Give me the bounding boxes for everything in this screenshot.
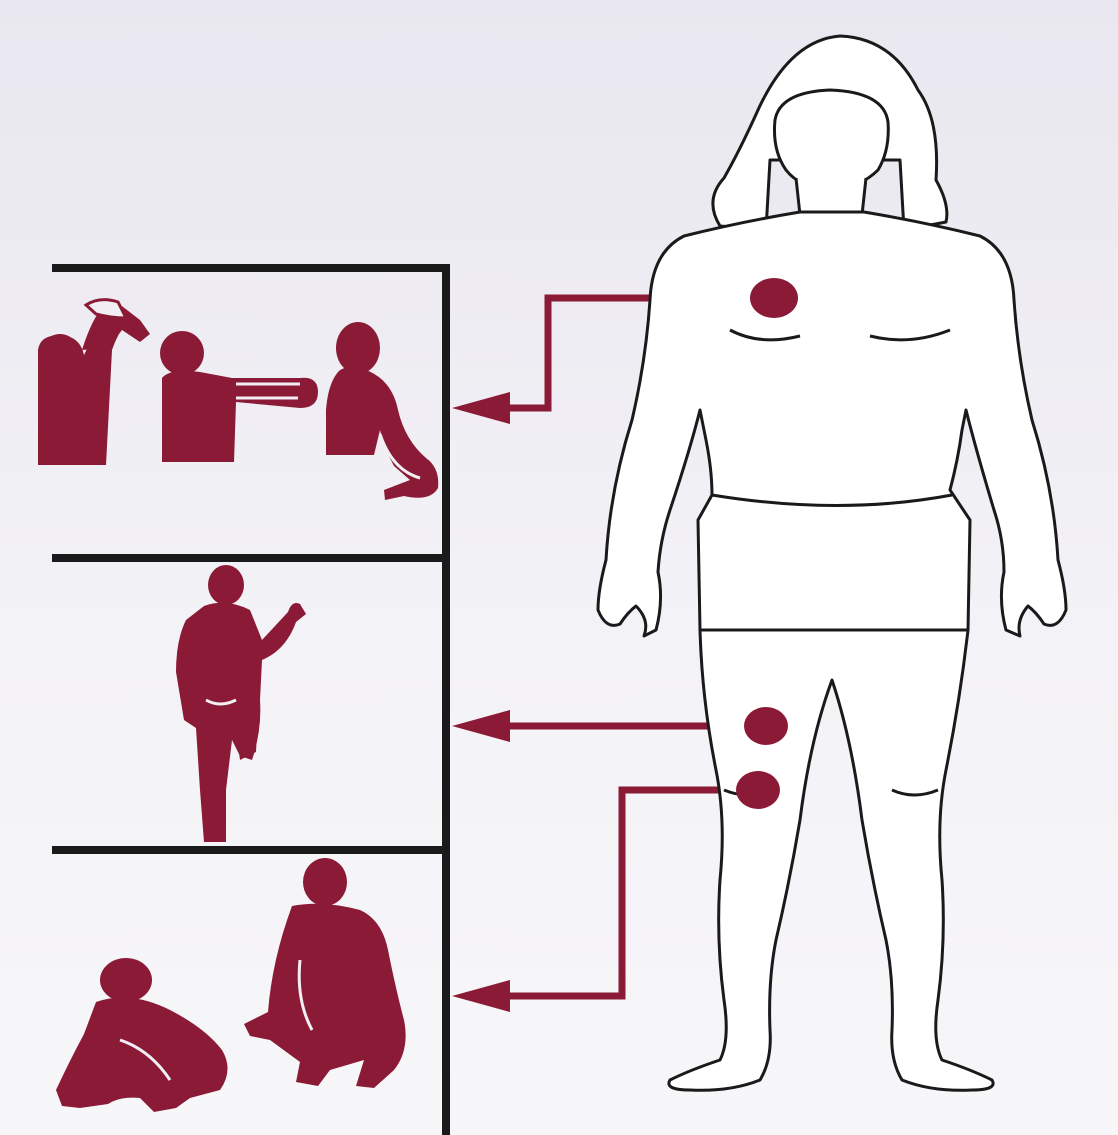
- arrowhead-thigh: [452, 710, 510, 742]
- torso-shape: [598, 212, 1066, 636]
- forward-arm-stretch-figure: [160, 331, 318, 462]
- overhead-arm-stretch-figure: [38, 300, 150, 465]
- arrowheads: [452, 392, 510, 1012]
- deep-squat-figure: [244, 858, 406, 1088]
- knee-marker[interactable]: [736, 771, 780, 809]
- standing-quad-stretch-figure: [176, 565, 306, 842]
- arrowhead-chest: [452, 392, 510, 424]
- body-outline-figure: [598, 36, 1066, 1090]
- squat-stretch-figure: [56, 958, 228, 1112]
- legs-shape: [669, 630, 993, 1090]
- thigh-marker[interactable]: [744, 707, 788, 745]
- kneeling-wrist-stretch-figure: [326, 322, 438, 500]
- panel-thigh: [176, 565, 306, 842]
- panel-upper-body: [38, 300, 438, 500]
- chest-marker[interactable]: [750, 278, 798, 318]
- neck-shape: [796, 178, 866, 215]
- panel-knee: [56, 858, 406, 1112]
- arrowhead-knee: [452, 980, 510, 1012]
- face-shape: [774, 90, 888, 190]
